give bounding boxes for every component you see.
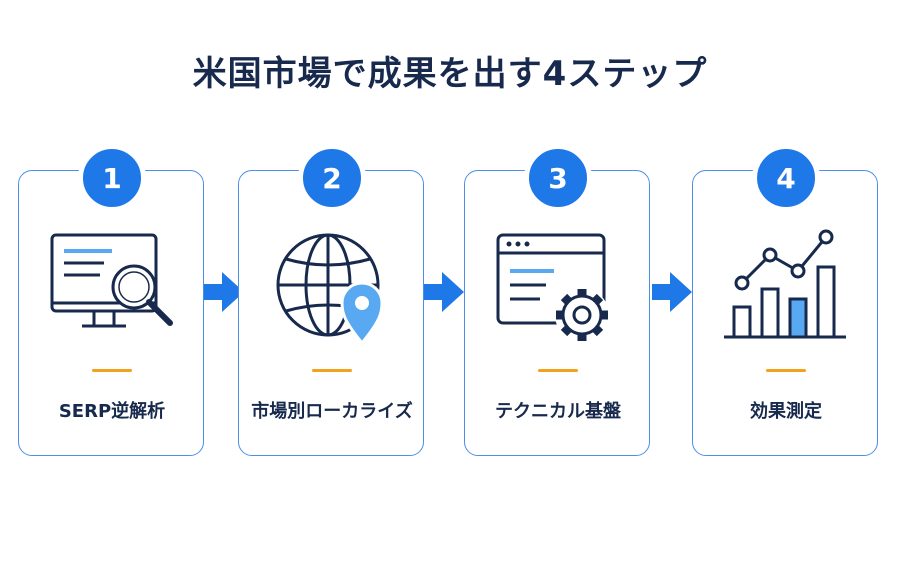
flow-arrow-3 xyxy=(652,270,694,314)
step-divider-3 xyxy=(538,369,578,372)
step-divider-4 xyxy=(766,369,806,372)
step-card-4: 効果測定 xyxy=(692,170,878,456)
globe-location-pin-icon xyxy=(276,233,384,346)
step-divider-1 xyxy=(92,369,132,372)
step-label-3: テクニカル基盤 xyxy=(495,401,621,422)
step-icon-3 xyxy=(465,229,651,349)
step-divider-2 xyxy=(312,369,352,372)
step-label-1: SERP逆解析 xyxy=(58,401,166,422)
step-card-3: テクニカル基盤 xyxy=(464,170,650,456)
step-card-2: 市場別ローカライズ xyxy=(238,170,424,456)
step-label-2: 市場別ローカライズ xyxy=(251,401,413,422)
step-badge-4: 4 xyxy=(752,144,820,212)
step-card-1: SERP逆解析 xyxy=(18,170,204,456)
step-badge-3: 3 xyxy=(524,144,592,212)
step-icon-2 xyxy=(239,229,425,349)
browser-gear-icon xyxy=(496,233,609,342)
step-badge-2: 2 xyxy=(298,144,366,212)
bar-line-chart-icon xyxy=(724,229,846,339)
step-icon-4 xyxy=(693,229,879,349)
arrow-right-icon xyxy=(652,272,692,312)
step-badge-1: 1 xyxy=(78,144,146,212)
monitor-magnifier-icon xyxy=(50,233,173,328)
arrow-right-icon xyxy=(424,272,464,312)
flow-arrow-2 xyxy=(424,270,466,314)
step-icon-1 xyxy=(19,229,205,349)
page-title: 米国市場で成果を出す4ステップ xyxy=(192,54,708,94)
step-label-4: 効果測定 xyxy=(750,401,822,422)
flow-arrow-1 xyxy=(204,270,246,314)
arrow-right-icon xyxy=(204,272,244,312)
